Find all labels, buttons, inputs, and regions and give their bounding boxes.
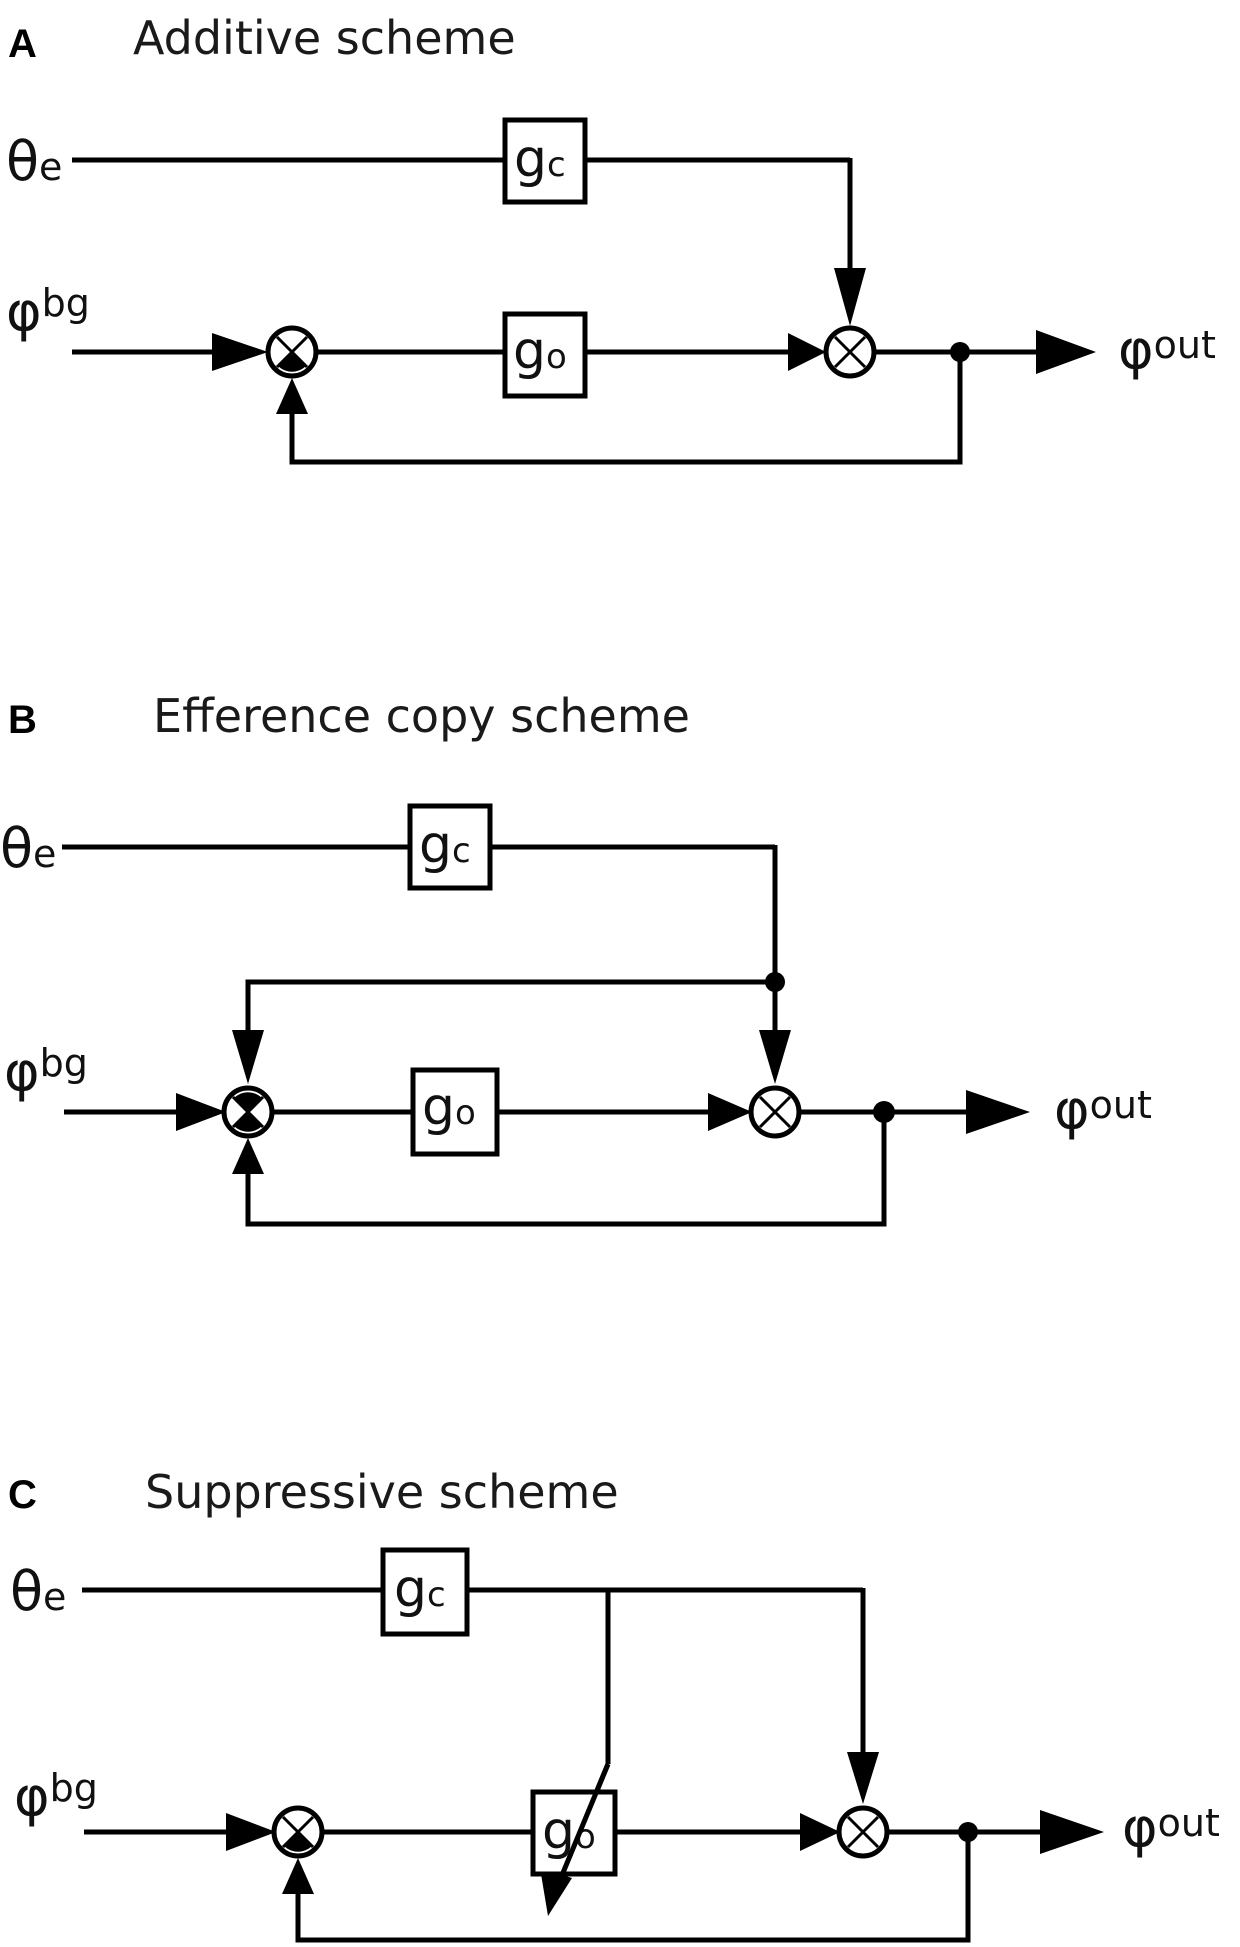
panel-c-feedback-arrow	[282, 1858, 314, 1894]
panel-c-sum-left	[271, 1805, 325, 1859]
panel-a-gc-block	[502, 117, 588, 205]
panel-a-down-arrow	[834, 268, 866, 326]
panel-a-letter: A	[8, 22, 37, 66]
panel-b-phi-bg-label: φbg	[4, 1040, 88, 1103]
panel-b-title: Efference copy scheme	[153, 689, 690, 743]
panel-b-efference-arrow	[232, 1030, 264, 1084]
panel-c-phi-out-label: φout	[1122, 1796, 1220, 1859]
panel-b-gc-block	[407, 803, 493, 891]
panel-a-input-arrow	[212, 333, 268, 371]
panel-a-theta-e-label: θe	[6, 130, 62, 193]
panel-c-title: Suppressive scheme	[145, 1465, 619, 1519]
panel-c-branch-dot	[958, 1822, 978, 1842]
panel-a: A Additive scheme θe φbg φout gc	[6, 11, 1216, 465]
panel-b-theta-e-label: θe	[0, 817, 56, 880]
panel-b-go-block	[410, 1067, 500, 1157]
panel-a-feedback-line	[289, 352, 963, 465]
panel-b-sum-left	[221, 1085, 275, 1139]
panel-c-suppress-arrow	[540, 1868, 572, 1916]
panel-a-output-arrow	[1036, 330, 1096, 374]
panel-b-branch-dot	[873, 1101, 895, 1123]
panel-c-input-arrow	[226, 1813, 276, 1851]
panel-c-sum-right	[836, 1805, 890, 1859]
panel-b-branch-dot-top	[765, 972, 785, 992]
panel-a-sum-left	[265, 325, 319, 379]
panel-a-mid-arrow	[788, 333, 826, 371]
panel-c: C Suppressive scheme θe φbg φout gc	[8, 1465, 1220, 1943]
panel-a-feedback-arrow	[276, 378, 308, 414]
panel-c-theta-e-label: θe	[10, 1560, 66, 1623]
panel-c-mid-arrow	[800, 1813, 840, 1851]
panel-b-feedback-line	[245, 1112, 887, 1227]
panel-b-go-label: go	[422, 1077, 476, 1137]
panel-a-gc-label: gc	[514, 129, 566, 189]
panel-c-gc-block	[380, 1547, 470, 1637]
panel-a-go-label: go	[513, 321, 567, 381]
panel-a-sum-right	[823, 325, 877, 379]
panel-c-phi-bg-label: φbg	[14, 1765, 98, 1828]
panel-b-input-arrow	[176, 1093, 226, 1131]
panel-c-suppress-crossing-line	[557, 1763, 611, 1881]
panel-a-phi-out-label: φout	[1118, 318, 1216, 381]
panel-c-letter: C	[8, 1473, 37, 1517]
panel-c-gc-label: gc	[394, 1559, 446, 1619]
panel-b-down-arrow	[759, 1030, 791, 1084]
panel-b-letter: B	[8, 698, 37, 742]
panel-b-sum-right	[748, 1085, 802, 1139]
panel-c-down-arrow	[847, 1752, 879, 1804]
panel-b-feedback-arrow	[232, 1138, 264, 1174]
panel-b-mid-arrow	[708, 1093, 752, 1131]
panel-b-phi-out-label: φout	[1054, 1078, 1152, 1141]
panel-c-go-block	[530, 1789, 618, 1877]
panel-b-gc-label: gc	[419, 815, 471, 875]
panel-a-go-block	[502, 311, 588, 399]
panel-a-title: Additive scheme	[133, 11, 516, 65]
panel-c-output-arrow	[1040, 1810, 1104, 1854]
panel-b-efference-line	[245, 979, 775, 1030]
panel-c-feedback-line	[295, 1832, 971, 1943]
panel-a-branch-dot	[950, 342, 970, 362]
panel-b-output-arrow	[966, 1090, 1030, 1134]
panel-a-phi-bg-label: φbg	[6, 280, 90, 343]
panel-b: B Efference copy scheme θe φbg φout gc	[0, 689, 1152, 1227]
